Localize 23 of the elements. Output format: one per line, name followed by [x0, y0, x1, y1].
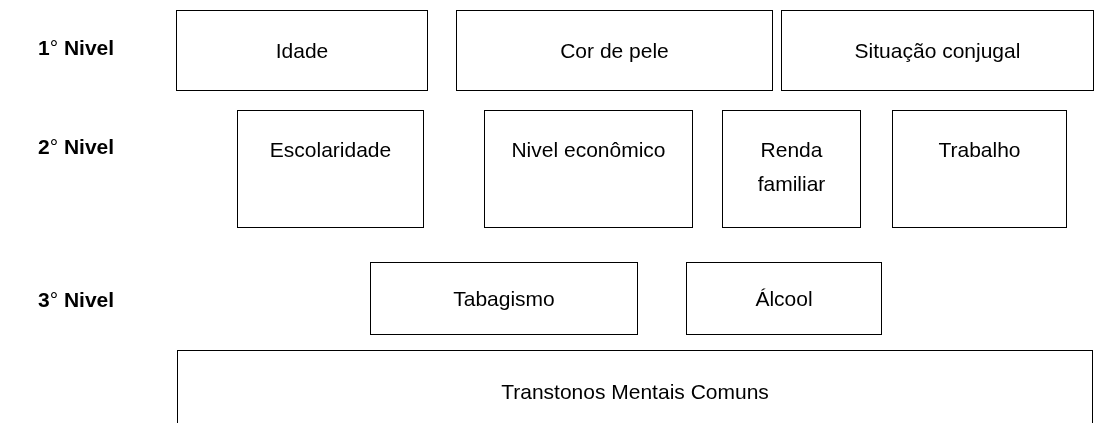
process-box	[456, 10, 773, 91]
process-box	[176, 10, 428, 91]
process-box	[781, 10, 1094, 91]
box-label: Nivel econômico	[511, 137, 666, 163]
process-box	[892, 110, 1067, 228]
box-label: Transtonos Mentais Comuns	[501, 379, 769, 405]
box-label: Cor de pele	[560, 37, 669, 64]
process-box	[484, 110, 693, 228]
box-label: Trabalho	[938, 137, 1021, 163]
level-label: 3° Nivel	[38, 287, 115, 313]
box-label: Tabagismo	[453, 285, 555, 312]
process-box	[686, 262, 882, 335]
box-label: Renda familiar	[756, 137, 827, 197]
box-label: Escolaridade	[269, 137, 392, 163]
process-box	[370, 262, 638, 335]
process-box	[177, 350, 1093, 423]
process-box	[722, 110, 861, 228]
box-label: Situação conjugal	[854, 37, 1021, 64]
level-label: 2° Nivel	[38, 134, 115, 160]
box-label: Idade	[275, 37, 329, 64]
process-box	[237, 110, 424, 228]
box-label: Álcool	[755, 285, 813, 312]
level-label: 1° Nivel	[38, 35, 115, 61]
